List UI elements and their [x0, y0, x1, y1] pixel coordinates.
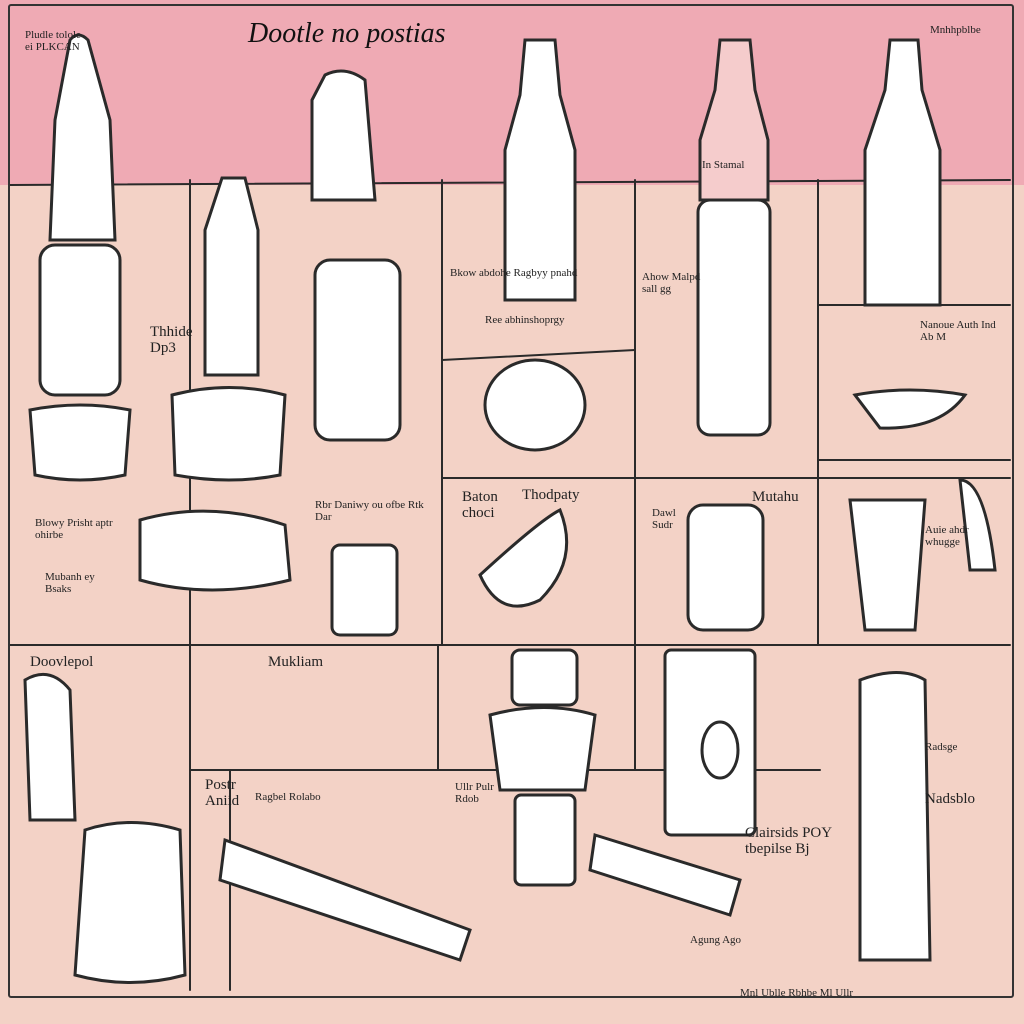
label-radsge: Radsge [925, 741, 958, 753]
label-right-upper: Ahow Malpd sall gg [642, 271, 701, 295]
page-frame [8, 4, 1014, 998]
label-center-small: Ree abhinshoprgy [485, 314, 565, 326]
label-thodpaty: Thodpaty [522, 487, 580, 503]
label-mukliam: Mukliam [268, 654, 323, 670]
bottle [48, 33, 117, 242]
label-center-upper: Bkow abdohe Ragbyy pnahd [450, 267, 578, 279]
label-ullr: Ullr Pulr Rdob [455, 781, 494, 805]
page-title: Dootle no postias [248, 18, 446, 49]
label-top-right: Mnhhpblbe [930, 24, 981, 36]
label-left-mid: Thhide Dp3 [150, 324, 193, 356]
bottle-label: In Stamal [702, 159, 745, 171]
label-dawl: Dawl Sudr [652, 507, 676, 531]
label-left-handwrite: Mubanh ey Bsaks [45, 571, 95, 595]
label-postr: Postr Aniid [205, 777, 240, 809]
label-agung: Agung Ago [690, 934, 742, 946]
label-top-left: Pludle tolole ei PLKCAN [25, 29, 81, 53]
label-mutahu: Mutahu [752, 489, 799, 505]
label-nadsblo: Nadsblo [925, 791, 975, 807]
label-footer: Mnl Ublle Rbhbe Ml Ullr [740, 987, 854, 999]
label-baton: Baton choci [462, 489, 498, 521]
label-clairsids: Clairsids POY tbepilse Bj [745, 825, 832, 857]
label-doovlepol: Doovlepol [30, 654, 94, 670]
label-sweet: Auie ahdr whugge [925, 524, 969, 548]
label-far-right: Nanoue Auth Ind Ab M [920, 319, 996, 343]
label-mid-lower: Rbr Daniwy ou ofbe Rtk Dar [315, 499, 424, 523]
label-ragbel: Ragbel Rolabo [255, 791, 321, 803]
label-left-lower: Blowy Prisht aptr ohirbe [35, 517, 113, 541]
